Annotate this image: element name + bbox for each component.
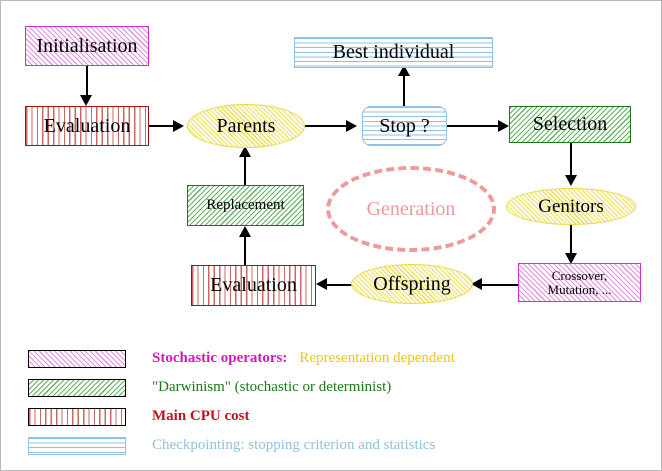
edge-offspring-to-evaluation-arrowhead	[316, 278, 327, 290]
edge-initialisation-to-evaluation	[86, 66, 88, 97]
node-crossover-mutation[interactable]: Crossover, Mutation, ...	[518, 263, 641, 302]
legend-swatch-checkpointing	[28, 436, 126, 455]
edge-parents-to-stop-arrowhead	[346, 120, 357, 132]
edge-evaluation-to-replacement	[244, 232, 246, 267]
legend-row: Checkpointing: stopping criterion and st…	[28, 433, 455, 458]
node-replacement[interactable]: Replacement	[187, 185, 304, 226]
edge-stop-to-best-individual-arrowhead	[398, 65, 410, 76]
edge-evaluation-to-parents-arrowhead	[173, 120, 184, 132]
edge-stop-to-selection-arrowhead	[498, 120, 509, 132]
node-evaluation-bottom[interactable]: Evaluation	[191, 265, 316, 306]
edge-selection-to-genitors-arrowhead	[565, 175, 577, 186]
legend-row: "Darwinism" (stochastic or determinist)	[28, 375, 455, 400]
node-generation-label: Generation	[366, 197, 456, 220]
node-parents[interactable]: Parents	[187, 104, 305, 148]
edge-replacement-to-parents	[244, 153, 246, 187]
node-genitors-label: Genitors	[538, 195, 604, 217]
node-selection[interactable]: Selection	[509, 106, 631, 143]
legend-row: Main CPU cost	[28, 404, 455, 429]
node-initialisation-label: Initialisation	[36, 34, 138, 57]
legend-swatch-darwinism	[28, 378, 126, 397]
node-evaluation-top-label: Evaluation	[43, 114, 131, 137]
legend-label-darwinism: "Darwinism" (stochastic or determinist)	[152, 379, 391, 396]
legend-text-secondary: Representation dependent	[299, 350, 455, 366]
legend-label-main-cpu-cost: Main CPU cost	[152, 408, 250, 425]
node-best-individual[interactable]: Best individual	[294, 37, 493, 68]
node-genitors[interactable]: Genitors	[506, 188, 636, 225]
node-evaluation-bottom-label: Evaluation	[210, 274, 297, 296]
legend-swatch-stochastic-operators	[28, 349, 126, 368]
legend-text-main: Stochastic operators:	[152, 350, 288, 366]
legend-row: Stochastic operators: Representation depe…	[28, 346, 455, 371]
edge-replacement-to-parents-arrowhead	[239, 146, 251, 157]
legend-text-main: Checkpointing: stopping criterion and st…	[152, 437, 436, 453]
node-stop-label: Stop ?	[379, 114, 430, 137]
edge-parents-to-stop	[305, 125, 351, 127]
legend-label-checkpointing: Checkpointing: stopping criterion and st…	[152, 437, 435, 454]
edge-genitors-to-crossover	[570, 225, 572, 257]
edge-crossover-to-offspring-arrowhead	[471, 278, 482, 290]
node-crossover-mutation-label-line2: Mutation, ...	[547, 281, 612, 297]
node-best-individual-label: Best individual	[332, 41, 455, 63]
edge-stop-to-selection	[447, 125, 504, 127]
edge-evaluation-to-parents	[149, 125, 180, 127]
node-generation-boundary: Generation	[326, 166, 496, 252]
node-crossover-mutation-label-line1: Crossover,	[551, 267, 608, 283]
edge-stop-to-best-individual	[403, 71, 405, 109]
legend-text-main: Main CPU cost	[152, 408, 250, 424]
edge-offspring-to-evaluation	[323, 284, 353, 286]
node-parents-label: Parents	[216, 114, 276, 137]
legend-text-main: "Darwinism" (stochastic or determinist)	[152, 379, 392, 395]
node-offspring-label: Offspring	[373, 272, 451, 295]
edge-crossover-to-offspring	[479, 284, 519, 286]
edge-genitors-to-crossover-arrowhead	[565, 253, 577, 264]
node-stop[interactable]: Stop ?	[362, 106, 447, 146]
edge-evaluation-to-replacement-arrowhead	[239, 226, 251, 237]
legend: Stochastic operators: Representation depe…	[28, 346, 455, 462]
legend-swatch-main-cpu-cost	[28, 407, 126, 426]
node-selection-label: Selection	[532, 113, 608, 135]
node-offspring[interactable]: Offspring	[351, 264, 473, 304]
edge-initialisation-to-evaluation-arrowhead	[80, 95, 92, 106]
node-replacement-label: Replacement	[206, 196, 285, 213]
node-evaluation-top[interactable]: Evaluation	[25, 106, 149, 146]
node-initialisation[interactable]: Initialisation	[25, 26, 149, 66]
legend-label-stochastic-operators: Stochastic operators: Representation depe…	[152, 350, 455, 367]
edge-selection-to-genitors	[570, 143, 572, 179]
